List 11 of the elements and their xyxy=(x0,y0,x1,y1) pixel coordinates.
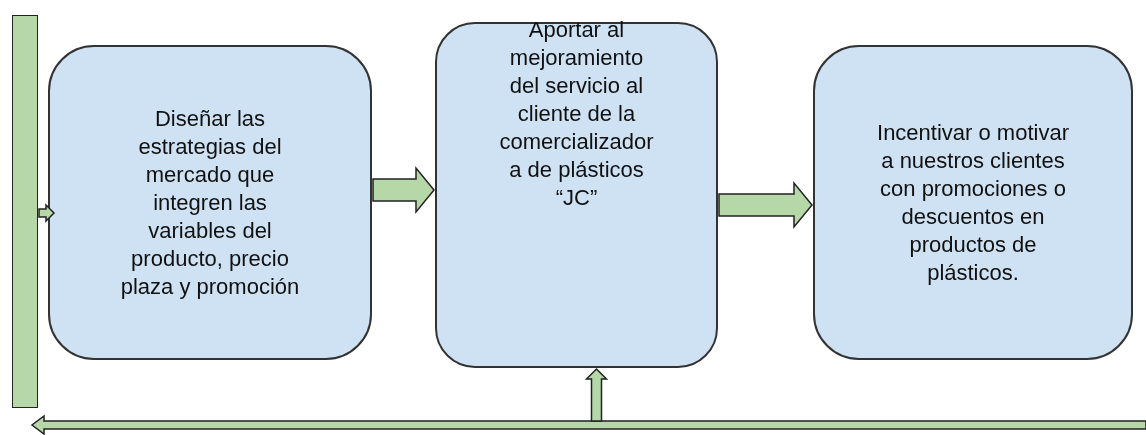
block-arrow xyxy=(718,180,813,230)
box-text: Incentivar o motivar a nuestros clientes con promociones o descuentos en productos de plásticos. xyxy=(876,118,1070,287)
box-text: Diseñar las estrategias del mercado que integren las variables del producto, precio plaza y promoción xyxy=(119,104,301,301)
rounded-box xyxy=(435,22,718,368)
box-text: Aportar al mejoramiento del servicio al cliente de la comercializadora de plásticos “JC” xyxy=(498,16,655,212)
rounded-box xyxy=(48,45,372,360)
block-arrow xyxy=(584,367,609,422)
block-arrow xyxy=(372,165,435,215)
vertical-bar xyxy=(12,15,38,408)
rounded-box xyxy=(813,45,1133,360)
block-arrow xyxy=(38,203,56,223)
